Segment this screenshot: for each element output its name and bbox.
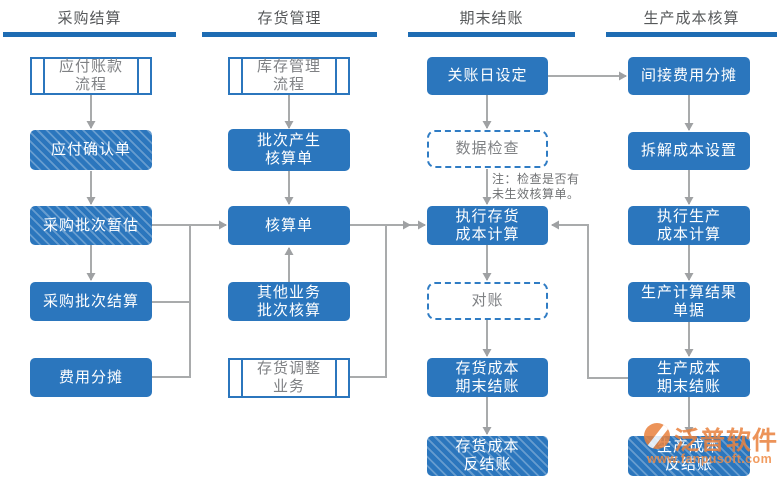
node-production-cost-closing: 生产成本 期末结账 <box>628 358 750 397</box>
fanpu-logo-icon <box>644 423 670 449</box>
node-split-cost-setting: 拆解成本设置 <box>628 132 750 170</box>
node-run-production-cost-calc: 执行生产 成本计算 <box>628 206 750 245</box>
node-inventory-cost-reverse-close: 存货成本 反结账 <box>427 436 548 476</box>
watermark-url: www.fanpusoft.com <box>647 452 773 466</box>
column-underline-bar <box>606 32 777 37</box>
column-header-period-end-closing: 期末结账 <box>459 10 524 27</box>
column-header-inventory-management: 存货管理 <box>257 10 322 27</box>
node-indirect-expense-allocation: 间接费用分摊 <box>628 57 750 95</box>
node-production-calc-result-doc: 生产计算结果 单据 <box>628 282 750 322</box>
node-batch-generate-slip: 批次产生 核算单 <box>228 129 350 171</box>
node-other-business-batch: 其他业务 批次核算 <box>228 282 350 321</box>
watermark: 泛普软件 www.fanpusoft.com <box>638 420 777 470</box>
node-purchase-batch-estimate: 采购批次暂估 <box>30 206 152 245</box>
node-payable-confirm-slip: 应付确认单 <box>30 130 152 170</box>
node-payable-process-ref: 应付账款 流程 <box>30 57 152 95</box>
edge-production-closing-to-run-inventory-calc <box>551 220 628 379</box>
node-inventory-cost-closing: 存货成本 期末结账 <box>427 358 548 397</box>
data-check-note: 注：检查是否有 未生效核算单。 <box>492 172 580 201</box>
node-purchase-batch-settle: 采购批次结算 <box>30 282 152 321</box>
column-underline-bar <box>202 32 377 37</box>
column-header-purchase-settlement: 采购结算 <box>57 10 122 27</box>
column-underline-bar <box>408 32 575 37</box>
double-arrowhead <box>403 220 411 230</box>
node-run-inventory-cost-calc: 执行存货 成本计算 <box>427 206 548 245</box>
node-reconciliation: 对账 <box>427 282 548 320</box>
node-closing-day-setting: 关账日设定 <box>427 57 548 95</box>
column-header-production-cost: 生产成本核算 <box>643 10 740 27</box>
node-accounting-slip: 核算单 <box>228 206 350 245</box>
node-expense-allocation: 费用分摊 <box>30 358 152 397</box>
node-inventory-adjust-ref: 存货调整 业务 <box>228 358 350 398</box>
node-data-check: 数据检查 <box>427 130 548 168</box>
column-underline-bar <box>3 32 176 37</box>
node-inventory-process-ref: 库存管理 流程 <box>228 57 350 95</box>
